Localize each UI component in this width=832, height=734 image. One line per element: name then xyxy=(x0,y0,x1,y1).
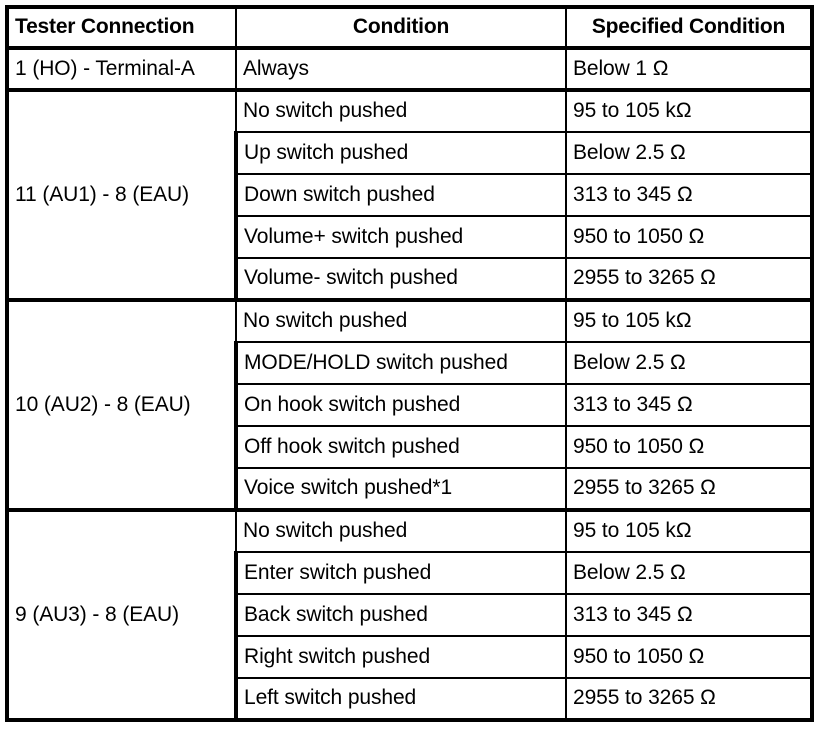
cell-specified-condition: 95 to 105 kΩ xyxy=(565,88,814,133)
header-tester-connection: Tester Connection xyxy=(5,6,237,49)
cell-specified-condition: 313 to 345 Ω xyxy=(565,173,814,217)
cell-specified-condition: 95 to 105 kΩ xyxy=(565,508,814,553)
cell-specified-condition: 2955 to 3265 Ω xyxy=(565,467,814,511)
cell-specified-condition: Below 2.5 Ω xyxy=(565,131,814,175)
spec-table-container: Tester Connection Condition Specified Co… xyxy=(5,5,814,722)
cell-specified-condition: Below 2.5 Ω xyxy=(565,341,814,385)
table-header: Tester Connection Condition Specified Co… xyxy=(5,6,814,49)
cell-condition: Right switch pushed xyxy=(234,635,567,679)
cell-condition: Down switch pushed xyxy=(234,173,567,217)
cell-condition: Off hook switch pushed xyxy=(234,425,567,469)
cell-specified-condition: 2955 to 3265 Ω xyxy=(565,257,814,301)
cell-condition: No switch pushed xyxy=(235,508,567,553)
cell-tester-connection: 9 (AU3) - 8 (EAU) xyxy=(5,508,237,721)
cell-condition: Always xyxy=(235,46,567,91)
tester-connection-table: Tester Connection Condition Specified Co… xyxy=(5,5,814,722)
cell-condition: Voice switch pushed*1 xyxy=(234,467,567,511)
header-row: Tester Connection Condition Specified Co… xyxy=(5,6,814,49)
cell-condition: Enter switch pushed xyxy=(234,551,567,595)
cell-specified-condition: Below 1 Ω xyxy=(565,46,814,91)
cell-specified-condition: 313 to 345 Ω xyxy=(565,593,814,637)
cell-condition: Up switch pushed xyxy=(234,131,567,175)
cell-condition: MODE/HOLD switch pushed xyxy=(234,341,567,385)
header-specified-condition: Specified Condition xyxy=(565,6,814,49)
cell-tester-connection: 10 (AU2) - 8 (EAU) xyxy=(5,298,237,511)
header-condition: Condition xyxy=(235,6,567,49)
cell-condition: Back switch pushed xyxy=(234,593,567,637)
cell-condition: Volume+ switch pushed xyxy=(234,215,567,259)
cell-condition: No switch pushed xyxy=(235,298,567,343)
cell-condition: Volume- switch pushed xyxy=(234,257,567,301)
cell-specified-condition: 950 to 1050 Ω xyxy=(565,425,814,469)
cell-tester-connection: 1 (HO) - Terminal-A xyxy=(5,46,237,91)
cell-tester-connection: 11 (AU1) - 8 (EAU) xyxy=(5,88,237,301)
cell-condition: On hook switch pushed xyxy=(234,383,567,427)
cell-specified-condition: Below 2.5 Ω xyxy=(565,551,814,595)
cell-specified-condition: 313 to 345 Ω xyxy=(565,383,814,427)
cell-condition: Left switch pushed xyxy=(234,677,567,722)
cell-specified-condition: 95 to 105 kΩ xyxy=(565,298,814,343)
cell-specified-condition: 950 to 1050 Ω xyxy=(565,215,814,259)
cell-specified-condition: 950 to 1050 Ω xyxy=(565,635,814,679)
cell-specified-condition: 2955 to 3265 Ω xyxy=(565,677,814,722)
cell-condition: No switch pushed xyxy=(235,88,567,133)
